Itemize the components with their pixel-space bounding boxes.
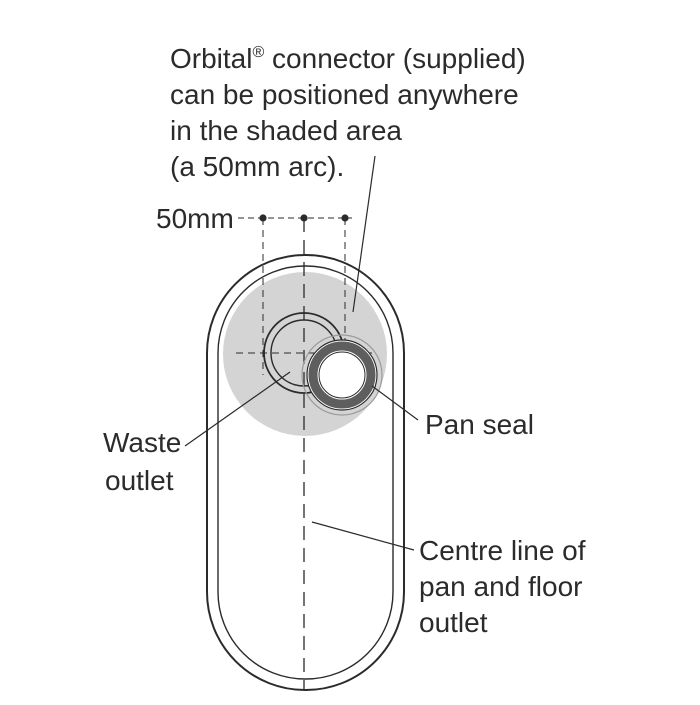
pan-seal-ring	[308, 341, 376, 409]
callout-line-3: in the shaded area	[170, 115, 402, 146]
callout-leader	[352, 155, 376, 313]
pan-seal-leader	[371, 385, 419, 421]
centre-line-leader	[311, 521, 415, 551]
centre-line-label-1: Centre line of	[419, 535, 586, 566]
dimension-dot-right	[341, 214, 349, 222]
pan-outer-outline	[206, 254, 405, 691]
callout-line-2: can be positioned anywhere	[170, 79, 519, 110]
pan-seal-guide	[301, 334, 383, 416]
pan-inner-outline	[217, 265, 394, 680]
dimension-label: 50mm	[156, 203, 234, 234]
dimension-dot-left	[259, 214, 267, 222]
centre-line-label-2: pan and floor	[419, 571, 582, 602]
pan-seal-label: Pan seal	[425, 409, 534, 440]
centre-line-label-3: outlet	[419, 607, 488, 638]
waste-outlet-label-2: outlet	[105, 465, 174, 496]
waste-outlet-leader	[184, 371, 291, 447]
callout-line-1: Orbital® connector (supplied)	[170, 43, 526, 74]
pan-seal-inner	[318, 351, 366, 399]
waste-outlet-label-1: Waste	[103, 427, 181, 458]
dimension-dot-centre	[300, 214, 308, 222]
callout-line-4: (a 50mm arc).	[170, 151, 344, 182]
